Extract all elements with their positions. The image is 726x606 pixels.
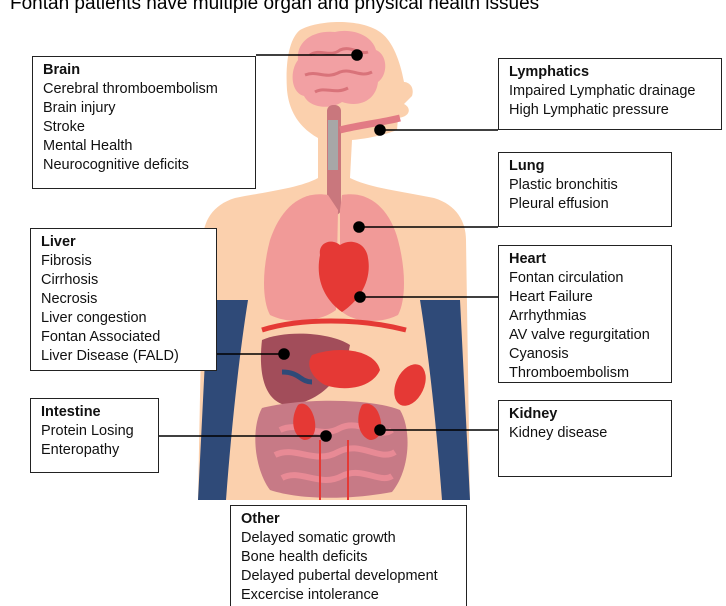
- box-item: Pleural effusion: [509, 195, 663, 214]
- box-item: Protein Losing: [41, 422, 150, 441]
- box-title: Other: [241, 510, 458, 529]
- box-item: Fibrosis: [41, 252, 208, 271]
- box-title: Brain: [43, 61, 247, 80]
- box-item: Liver congestion: [41, 309, 208, 328]
- box-item: Bone health deficits: [241, 548, 458, 567]
- box-title: Lymphatics: [509, 63, 713, 82]
- box-item: Fontan Associated: [41, 328, 208, 347]
- box-item: Plastic bronchitis: [509, 176, 663, 195]
- box-title: Heart: [509, 250, 663, 269]
- box-item: Brain injury: [43, 99, 247, 118]
- brain-box: Brain Cerebral thromboembolism Brain inj…: [32, 56, 256, 189]
- box-title: Kidney: [509, 405, 663, 424]
- box-title: Intestine: [41, 403, 150, 422]
- box-item: High Lymphatic pressure: [509, 101, 713, 120]
- box-item: Cerebral thromboembolism: [43, 80, 247, 99]
- box-title: Liver: [41, 233, 208, 252]
- box-item: Delayed pubertal development: [241, 567, 458, 586]
- lung-box: Lung Plastic bronchitis Pleural effusion: [498, 152, 672, 227]
- box-item: Heart Failure: [509, 288, 663, 307]
- box-item: Mental Health: [43, 137, 247, 156]
- brain-shape: [293, 31, 386, 107]
- box-item: Delayed somatic growth: [241, 529, 458, 548]
- liver-box: Liver Fibrosis Cirrhosis Necrosis Liver …: [30, 228, 217, 371]
- box-title: Lung: [509, 157, 663, 176]
- box-item: Cirrhosis: [41, 271, 208, 290]
- box-item: Arrhythmias: [509, 307, 663, 326]
- lymphatics-box: Lymphatics Impaired Lymphatic drainage H…: [498, 58, 722, 130]
- box-item: AV valve regurgitation: [509, 326, 663, 345]
- intestine-box: Intestine Protein Losing Enteropathy: [30, 398, 159, 473]
- box-item: Stroke: [43, 118, 247, 137]
- kidney-box: Kidney Kidney disease: [498, 400, 672, 477]
- heart-box: Heart Fontan circulation Heart Failure A…: [498, 245, 672, 383]
- box-item: Impaired Lymphatic drainage: [509, 82, 713, 101]
- box-item: Neurocognitive deficits: [43, 156, 247, 175]
- intestine-shape: [255, 401, 407, 498]
- box-item: Excercise intolerance: [241, 586, 458, 605]
- box-item: Thromboembolism: [509, 364, 663, 383]
- box-item: Cyanosis: [509, 345, 663, 364]
- other-box: Other Delayed somatic growth Bone health…: [230, 505, 467, 606]
- box-item: Enteropathy: [41, 441, 150, 460]
- box-item: Necrosis: [41, 290, 208, 309]
- box-item: Kidney disease: [509, 424, 663, 443]
- box-item: Fontan circulation: [509, 269, 663, 288]
- box-item: Liver Disease (FALD): [41, 347, 208, 366]
